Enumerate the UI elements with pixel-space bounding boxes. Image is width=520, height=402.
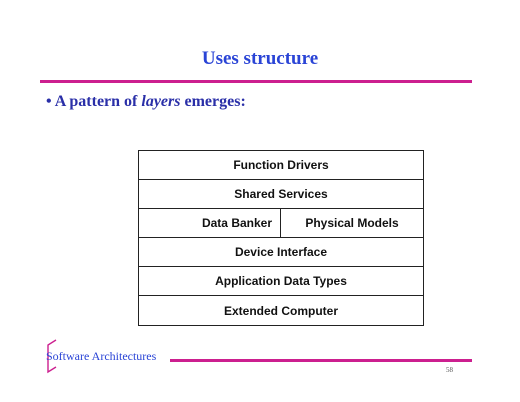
bullet-emphasis: layers [141, 93, 181, 110]
footer-divider [170, 359, 472, 362]
bullet-suffix: emerges: [180, 93, 246, 110]
layer-data-physical: Data Banker Physical Models [139, 209, 423, 238]
layer-stack-diagram: Function Drivers Shared Services Data Ba… [138, 150, 424, 326]
layer-device-interface: Device Interface [139, 238, 423, 267]
title-divider [40, 80, 472, 83]
layer-physical-models: Physical Models [305, 216, 399, 230]
layer-function-drivers: Function Drivers [139, 151, 423, 180]
layer-shared-services: Shared Services [139, 180, 423, 209]
page-number: 58 [446, 366, 453, 374]
layer-extended-computer: Extended Computer [223, 303, 338, 318]
bullet-prefix: • A pattern of [46, 93, 142, 110]
footer-logo-shape [47, 339, 57, 374]
bullet-point: • A pattern of layers emerges: [46, 93, 246, 111]
footer-label: Software Architectures [46, 349, 157, 363]
slide-title: Uses structure [201, 48, 319, 69]
layer-data-banker: Data Banker [139, 209, 281, 237]
layer-application-data-types: Application Data Types [139, 267, 423, 296]
